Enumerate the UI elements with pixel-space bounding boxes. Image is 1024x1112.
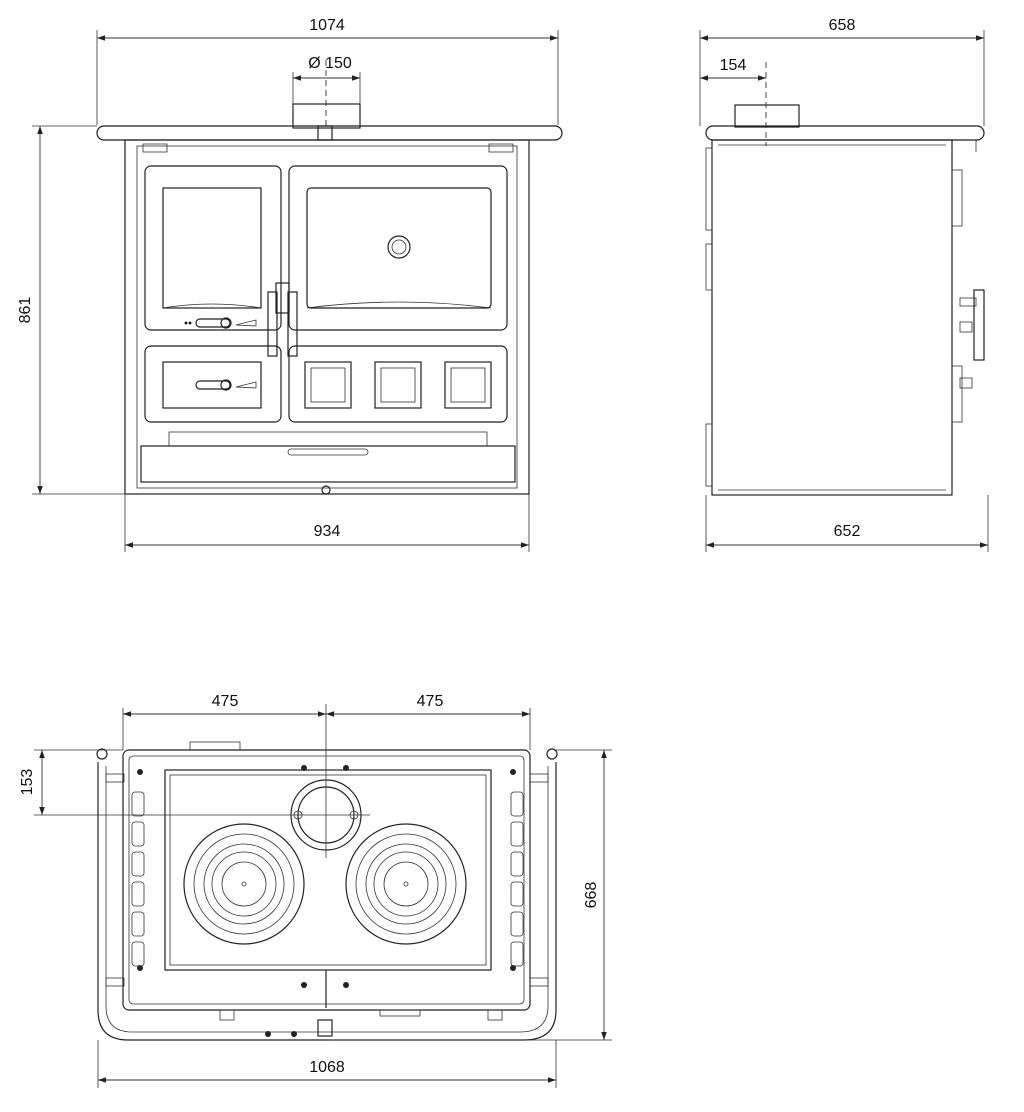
right-rail-brackets bbox=[510, 791, 524, 967]
top-cooktop bbox=[122, 749, 531, 1011]
side-top-plate bbox=[705, 125, 985, 141]
dim-side-depth-top: 658 bbox=[829, 17, 856, 34]
dim-front-height: 861 bbox=[17, 297, 34, 324]
dim-front-width-base: 934 bbox=[314, 523, 341, 540]
front-view: 1074 Ø 150 861 934 bbox=[17, 17, 563, 552]
front-flue-pipe bbox=[292, 103, 361, 129]
dim-top-right-half: 475 bbox=[417, 693, 444, 710]
dim-flue-diameter: Ø 150 bbox=[308, 55, 352, 72]
dim-top-flue-offset: 153 bbox=[19, 769, 36, 796]
front-body bbox=[124, 139, 530, 495]
top-hob-plate bbox=[164, 769, 492, 971]
top-towel-rail bbox=[97, 762, 557, 1041]
side-flue-pipe bbox=[734, 104, 800, 128]
thermometer-icon bbox=[387, 235, 411, 259]
dim-side-depth-base: 652 bbox=[834, 523, 861, 540]
side-body bbox=[711, 139, 953, 496]
dim-top-left-half: 475 bbox=[212, 693, 239, 710]
dim-side-flue-offset: 154 bbox=[720, 57, 747, 74]
side-view: 658 154 652 bbox=[699, 17, 989, 552]
front-ash-drawer bbox=[144, 345, 282, 423]
left-hotplate bbox=[183, 823, 305, 945]
dim-front-width-top: 1074 bbox=[309, 17, 345, 34]
front-oven-door bbox=[288, 165, 508, 331]
top-view: 475 475 153 668 1068 bbox=[19, 693, 612, 1088]
dim-top-depth: 668 bbox=[583, 882, 600, 909]
front-firebox-door bbox=[144, 165, 282, 331]
left-rail-brackets bbox=[131, 791, 145, 967]
right-hotplate bbox=[345, 823, 467, 945]
dim-top-width: 1068 bbox=[309, 1059, 345, 1076]
